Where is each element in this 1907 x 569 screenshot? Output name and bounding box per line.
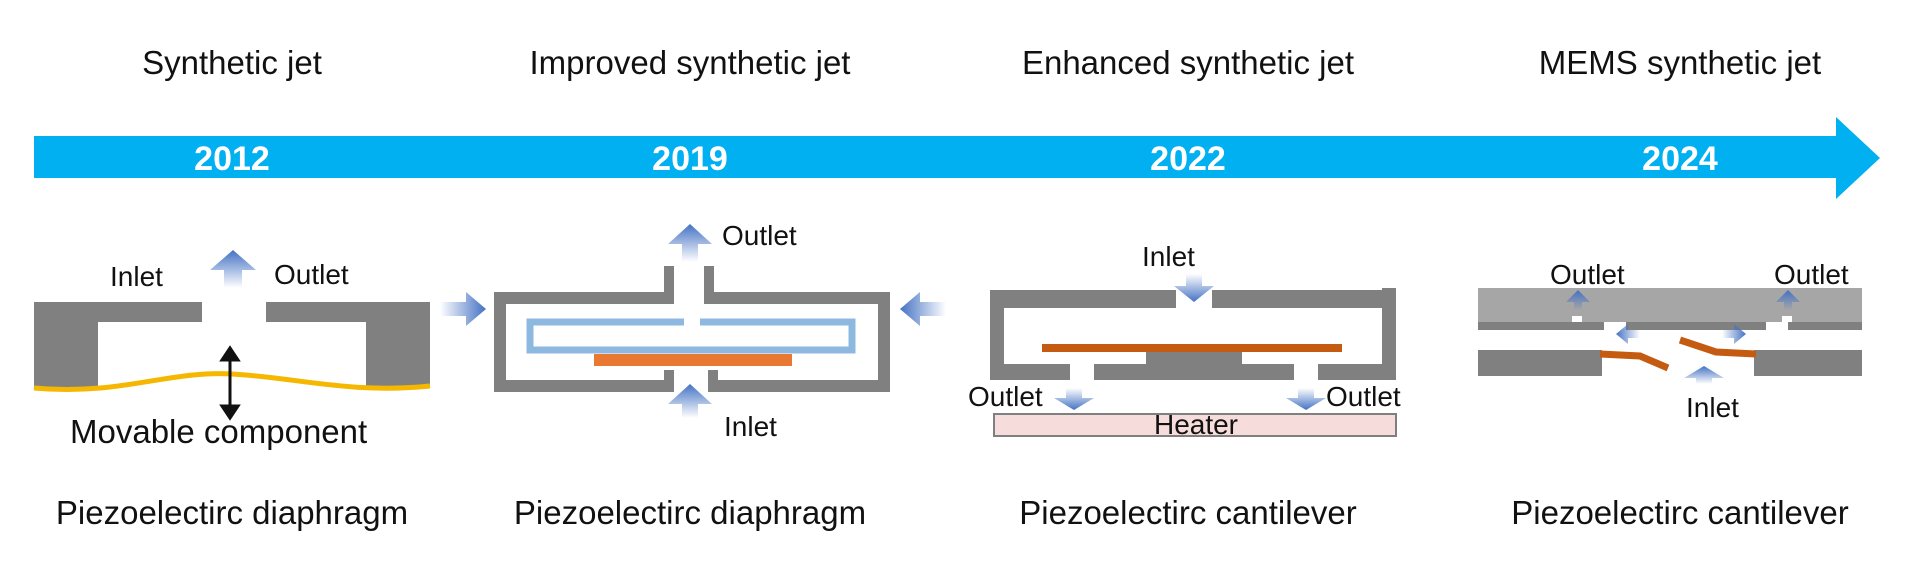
outlet-left-port xyxy=(1572,316,1582,324)
title-2012: Synthetic jet xyxy=(142,44,322,81)
bottom-plate-left xyxy=(990,364,1070,380)
bottom-plate-center xyxy=(1094,364,1294,380)
left-top-plate xyxy=(98,302,202,322)
title-2022: Enhanced synthetic jet xyxy=(1022,44,1354,81)
inlet-label: Inlet xyxy=(724,411,777,442)
inlet-neck-left xyxy=(664,370,674,392)
caption-2022: Piezoelectirc cantilever xyxy=(1019,494,1356,531)
inlet-label: Inlet xyxy=(110,261,163,292)
outer-wall-right xyxy=(1382,288,1396,380)
cantilever-right xyxy=(1678,336,1757,358)
outlet-label: Outlet xyxy=(722,220,797,251)
flow-left-arrow-icon xyxy=(1616,324,1640,344)
top-plate-left xyxy=(990,290,1176,308)
timeline-arrow xyxy=(34,117,1880,199)
outlet-left-arrow-icon xyxy=(1054,388,1094,410)
year-2012: 2012 xyxy=(194,140,270,178)
bottom-plate-right xyxy=(708,380,890,392)
inner-diaphragm-frame xyxy=(526,318,856,354)
inlet-arrow-icon xyxy=(668,384,712,418)
flow-right-arrow-icon xyxy=(1722,324,1746,344)
outlet-right-arrow-icon xyxy=(1286,388,1326,410)
piezo-actuator xyxy=(594,354,792,366)
movable-diaphragm xyxy=(33,371,431,393)
outlet-left-label: Outlet xyxy=(968,381,1043,412)
mid-plate-center xyxy=(1626,322,1766,330)
top-plate-right xyxy=(1212,290,1382,308)
outlet-arrow-icon xyxy=(210,250,256,288)
outlet-right-port xyxy=(1782,316,1792,324)
caption-2019: Piezoelectirc diaphragm xyxy=(514,494,866,531)
mid-plate-right xyxy=(1788,322,1862,330)
title-2024: MEMS synthetic jet xyxy=(1539,44,1821,81)
base-left xyxy=(1478,350,1602,376)
support-pedestal xyxy=(1146,352,1242,366)
outer-wall-left xyxy=(990,308,1004,380)
top-plate-left xyxy=(494,292,664,304)
outlet-left-label: Outlet xyxy=(1550,259,1625,290)
outlet-right-label: Outlet xyxy=(1326,381,1401,412)
piezo-cantilever xyxy=(1042,344,1342,352)
inlet-neck-right xyxy=(708,370,718,392)
bottom-plate-right xyxy=(1318,364,1396,380)
inlet-label: Inlet xyxy=(1686,392,1739,423)
panel-2022-diagram: Inlet Outlet Outlet Heater xyxy=(968,241,1401,440)
left-arrow-icon xyxy=(900,292,946,326)
panel-2012-diagram: Inlet Outlet Movable component xyxy=(33,250,431,450)
heater-block xyxy=(993,413,1397,437)
inlet-arrow-icon xyxy=(1174,274,1214,302)
year-2019: 2019 xyxy=(652,140,728,178)
right-chamber-wall xyxy=(366,302,430,388)
right-arrow-icon xyxy=(440,292,486,326)
right-top-plate xyxy=(266,302,366,322)
outlet-label: Outlet xyxy=(274,259,349,290)
year-2022: 2022 xyxy=(1150,140,1226,178)
top-plate-right xyxy=(714,292,890,304)
panel-2024-diagram: Outlet Outlet Inlet xyxy=(1478,259,1862,423)
outer-wall-left xyxy=(494,304,506,392)
outlet-right-arrow-icon xyxy=(1776,290,1800,310)
title-2019: Improved synthetic jet xyxy=(530,44,851,81)
inlet-arrow-icon xyxy=(1684,366,1724,384)
mid-plate-left xyxy=(1478,322,1604,330)
panel-2019-diagram: Outlet Inlet xyxy=(494,220,890,442)
cantilever-left xyxy=(1599,350,1670,372)
base-right xyxy=(1754,350,1862,376)
nozzle-left xyxy=(664,266,674,304)
outlet-left-arrow-icon xyxy=(1566,290,1590,310)
top-cap-layer xyxy=(1478,288,1862,322)
heater-label: Heater xyxy=(1154,409,1238,440)
double-arrow-icon xyxy=(219,345,241,421)
caption-2024: Piezoelectirc cantilever xyxy=(1511,494,1848,531)
left-chamber-wall xyxy=(34,302,98,388)
outer-wall-right xyxy=(878,304,890,392)
movable-component-label: Movable component xyxy=(70,413,367,450)
nozzle-right xyxy=(704,266,714,304)
year-2024: 2024 xyxy=(1642,140,1718,178)
outlet-right-label: Outlet xyxy=(1774,259,1849,290)
bottom-plate-left xyxy=(494,380,674,392)
caption-2012: Piezoelectirc diaphragm xyxy=(56,494,408,531)
inlet-label: Inlet xyxy=(1142,241,1195,272)
outlet-arrow-icon xyxy=(668,224,712,262)
